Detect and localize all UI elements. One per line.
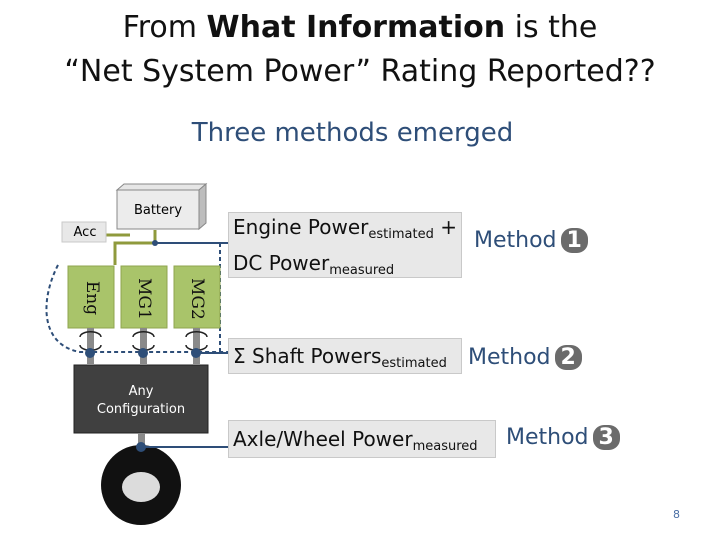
mg1-shaft-point [138,348,148,358]
method2-number-badge: 2 [554,345,582,370]
wheel-hub [122,472,160,502]
method3-line1-main: Axle/Wheel Power [233,427,413,451]
title-post: is the [505,10,598,45]
battery-side [198,182,207,231]
battery-body [116,189,200,230]
mg2-label: MG2 [187,278,207,320]
method1-line1-main: Engine Power [233,215,369,239]
eng-shaft [87,328,94,364]
method1-line2: DC Powermeasured [233,249,461,285]
title-pre: From [122,10,207,45]
config-label: Any Configuration [74,383,208,419]
method1-line1: Engine Powerestimated + [233,213,461,249]
slide-title-line2: “Net System Power” Rating Reported?? [64,54,656,89]
method3-number-badge: 3 [592,425,620,450]
method1-label: Method [474,228,557,253]
method1-line1-sub: estimated [368,227,434,242]
method3-line1-sub: measured [412,439,478,454]
method1-number-badge: 1 [560,228,588,253]
method2-description: Σ Shaft Powersestimated [228,338,462,374]
page-number: 8 [673,508,680,521]
config-label-line2: Configuration [96,402,186,417]
axle-point [136,442,146,452]
config-box [73,364,209,434]
mg1-shaft [140,328,147,364]
slide-title-line1: From What Information is the [0,8,720,48]
method1-line1-suffix: + [433,215,457,239]
method3-description: Axle/Wheel Powermeasured [228,420,496,458]
method2-label: Method [468,345,551,370]
method2-line1-main: Σ Shaft Powers [233,344,382,368]
eng-label: Eng [82,280,102,316]
mg1-block [120,265,168,329]
subtitle: Three methods emerged [191,118,514,148]
acc-box [61,221,107,243]
method1-line2-sub: measured [329,263,395,278]
acc-label: Acc [73,225,97,240]
mg1-label: MG1 [134,278,154,320]
method3-label: Method [506,425,589,450]
method1-description: Engine Powerestimated + DC Powermeasured [228,212,462,278]
battery-wire [113,230,157,265]
leader-point-1 [152,240,158,246]
eng-shaft-point [85,348,95,358]
method2-line1-sub: estimated [381,356,447,371]
eng-block [67,265,115,329]
title-bold: What Information [206,10,506,45]
battery-top [115,183,208,191]
dashed-boundary-outer [45,264,250,353]
mg2-shaft [193,328,200,364]
method1-line2-main: DC Power [233,251,330,275]
battery-label: Battery [133,203,183,218]
config-label-line1: Any [128,384,154,399]
